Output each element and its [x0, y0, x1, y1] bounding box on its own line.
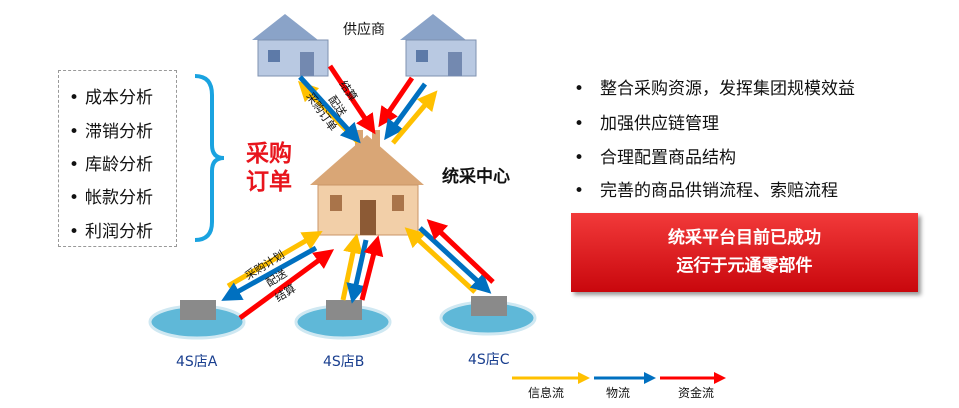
info-flow-arrow: [404, 227, 477, 294]
center-house: [310, 130, 424, 236]
highlight-box: 统采平台目前已成功运行于元通零部件: [571, 213, 918, 292]
logistics-arrow: [418, 226, 492, 294]
store-icon-a: [148, 300, 246, 340]
store-icon-b: [294, 300, 392, 340]
legend-info-label: 信息流: [528, 386, 565, 400]
info-flow-arrow: [391, 90, 438, 145]
analysis-item: •滞销分析: [69, 122, 153, 142]
logistics-arrow: [221, 245, 318, 301]
store-icon-c: [439, 296, 537, 336]
purchase-order-label: 采购订单: [246, 141, 292, 195]
analysis-item: •成本分析: [69, 88, 153, 108]
analysis-item: •帐款分析: [69, 188, 153, 208]
capital-flow-arrow: [327, 64, 376, 135]
capital-flow-arrow: [378, 76, 415, 128]
supplier-house-right: [400, 14, 477, 77]
capital-flow-arrow: [426, 219, 495, 284]
brace-icon: [194, 74, 225, 242]
info-flow-arrow: [340, 233, 363, 301]
legend-logistics-label: 物流: [606, 386, 631, 400]
benefit-item: •合理配置商品结构: [574, 148, 736, 168]
capital-flow-arrow: [238, 249, 335, 321]
legend-capital-label: 资金流: [678, 386, 715, 400]
store-label-c: 4S店C: [468, 352, 510, 368]
benefit-item: •完善的商品供销流程、索赔流程: [574, 181, 838, 201]
supplier-label: 供应商: [343, 22, 385, 38]
logistics-arrow: [298, 75, 361, 144]
capital-flow-arrow: [359, 235, 384, 301]
store-label-b: 4S店B: [323, 354, 365, 370]
analysis-item: •库龄分析: [69, 155, 153, 175]
center-label: 统采中心: [442, 167, 510, 187]
analysis-list: •成本分析 •滞销分析 •库龄分析 •帐款分析 •利润分析: [58, 70, 177, 247]
analysis-item: •利润分析: [69, 222, 153, 242]
benefit-item: •整合采购资源，发挥集团规模效益: [574, 79, 855, 99]
supplier-house-left: [252, 14, 329, 77]
info-flow-arrow: [226, 230, 323, 289]
store-label-a: 4S店A: [176, 354, 218, 370]
benefit-item: •加强供应链管理: [574, 114, 719, 134]
